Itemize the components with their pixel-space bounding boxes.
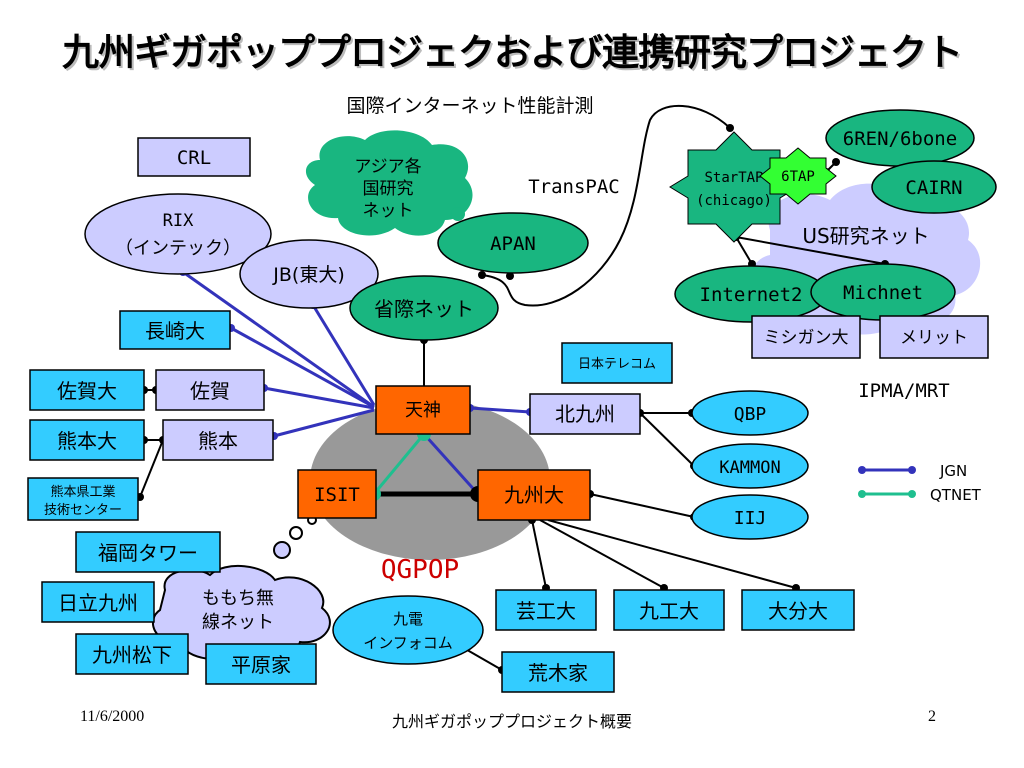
footer-date: 11/6/2000 bbox=[80, 708, 145, 725]
hirahara-box bbox=[205, 643, 317, 685]
kumamoto-ind-label-1: 熊本県工業 bbox=[50, 484, 115, 500]
rix-label-2: （インテック） bbox=[115, 238, 241, 259]
kumamotodai-label: 熊本大 bbox=[57, 429, 117, 453]
asia-label-3: ネット bbox=[363, 201, 414, 221]
kitakyushu-label: 北九州 bbox=[555, 402, 615, 426]
fukuoka-tower-label: 福岡タワー bbox=[98, 541, 198, 565]
jgn-links bbox=[182, 270, 531, 496]
intl-measurement-label: 国際インターネット性能計測 bbox=[346, 95, 593, 117]
slide-title: 九州ギガポッププロジェクおよび連携研究プロジェクト bbox=[62, 31, 963, 74]
qtnet-links bbox=[372, 433, 426, 495]
kitakyushu-box bbox=[529, 393, 641, 435]
footer-title: 九州ギガポッププロジェクト概要 bbox=[391, 712, 632, 731]
kyushudai-label: 九州大 bbox=[504, 483, 564, 507]
shosai-node bbox=[349, 275, 499, 341]
qgpop-label: QGPOP bbox=[381, 555, 459, 585]
kumamoto-ind-label-2: 技術センター bbox=[44, 503, 122, 518]
jb-node bbox=[239, 239, 379, 309]
kyuden-label-2: インフォコム bbox=[363, 634, 453, 652]
kyuko-box bbox=[613, 589, 725, 631]
isit-box bbox=[297, 469, 377, 519]
6tap-label: 6TAP bbox=[781, 169, 815, 185]
cairn-node bbox=[871, 160, 997, 214]
footer-page-number: 2 bbox=[928, 708, 936, 725]
geiko-box bbox=[495, 589, 597, 631]
jtelecom-box bbox=[561, 342, 673, 384]
kammon-label: KAMMON bbox=[719, 458, 780, 478]
kammon-node bbox=[691, 443, 809, 489]
crl-label: CRL bbox=[177, 147, 211, 169]
hitachi-box bbox=[41, 581, 155, 623]
tenjin-label: 天神 bbox=[405, 400, 441, 421]
kyuden-node bbox=[332, 595, 484, 665]
michnet-label: Michnet bbox=[843, 282, 923, 304]
kyushudai-box bbox=[477, 469, 591, 521]
rix-label-1: RIX bbox=[163, 211, 194, 231]
araki-box bbox=[501, 651, 615, 693]
us-research-label: US研究ネット bbox=[802, 224, 929, 248]
hirahara-label: 平原家 bbox=[231, 653, 291, 677]
kumamoto-ind-box bbox=[27, 477, 139, 521]
sagadai-box bbox=[29, 369, 145, 411]
black-links bbox=[139, 104, 886, 671]
kyuden-label-1: 九電 bbox=[393, 610, 423, 628]
kyuko-label: 九工大 bbox=[639, 599, 699, 623]
saga-box bbox=[155, 369, 265, 411]
kumamoto-label: 熊本 bbox=[198, 429, 238, 453]
kumamoto-box bbox=[162, 419, 274, 461]
asia-label-2: 国研究 bbox=[363, 179, 414, 199]
momochi-label-2: 線ネット bbox=[202, 612, 274, 633]
matsushita-box bbox=[75, 633, 189, 675]
merit-label: メリット bbox=[900, 328, 968, 348]
matsushita-label: 九州松下 bbox=[92, 643, 172, 667]
6ren-label: 6REN/6bone bbox=[843, 128, 957, 150]
apan-label: APAN bbox=[490, 233, 536, 255]
kumamotodai-box bbox=[29, 419, 145, 461]
araki-label: 荒木家 bbox=[528, 661, 588, 685]
apan-node bbox=[437, 212, 589, 274]
michigan-label: ミシガン大 bbox=[764, 328, 849, 348]
iij-node bbox=[691, 494, 809, 540]
startap-label-1: StarTAP bbox=[704, 170, 763, 186]
iij-label: IIJ bbox=[734, 508, 767, 529]
ipma-label: IPMA/MRT bbox=[858, 380, 950, 402]
asia-label-1: アジア各 bbox=[354, 157, 421, 177]
qbp-label: QBP bbox=[734, 404, 767, 425]
startap-label-2: (chicago) bbox=[696, 193, 772, 209]
nagasaki-box bbox=[119, 310, 231, 350]
sagadai-label: 佐賀大 bbox=[57, 379, 117, 403]
saga-label: 佐賀 bbox=[190, 379, 230, 403]
cairn-label: CAIRN bbox=[905, 177, 962, 199]
crl-box bbox=[137, 137, 251, 177]
oita-label: 大分大 bbox=[768, 599, 828, 623]
nagasaki-label: 長崎大 bbox=[145, 319, 205, 343]
asia-cloud bbox=[305, 130, 473, 236]
transpac-label: TransPAC bbox=[528, 176, 620, 198]
legend: JGN QTNET bbox=[858, 462, 982, 504]
momochi-label-1: ももち無 bbox=[202, 588, 274, 609]
internet2-label: Internet2 bbox=[700, 284, 803, 306]
jtelecom-label: 日本テレコム bbox=[578, 357, 656, 372]
momochi-cloud bbox=[151, 515, 331, 661]
fukuoka-tower-box bbox=[75, 531, 221, 573]
rix-node bbox=[84, 193, 272, 275]
jb-label: JB(東大) bbox=[272, 264, 344, 286]
tenjin-box bbox=[375, 385, 471, 435]
hitachi-label: 日立九州 bbox=[58, 591, 138, 615]
merit-box bbox=[879, 315, 989, 359]
oita-box bbox=[741, 589, 855, 631]
qbp-node bbox=[691, 390, 809, 436]
shosai-label: 省際ネット bbox=[374, 297, 474, 321]
michigan-box bbox=[751, 315, 861, 359]
legend-qtnet-label: QTNET bbox=[930, 486, 982, 504]
6tap-node bbox=[759, 147, 837, 205]
geiko-label: 芸工大 bbox=[516, 599, 576, 623]
isit-label: ISIT bbox=[314, 484, 360, 506]
legend-jgn-label: JGN bbox=[939, 462, 967, 480]
